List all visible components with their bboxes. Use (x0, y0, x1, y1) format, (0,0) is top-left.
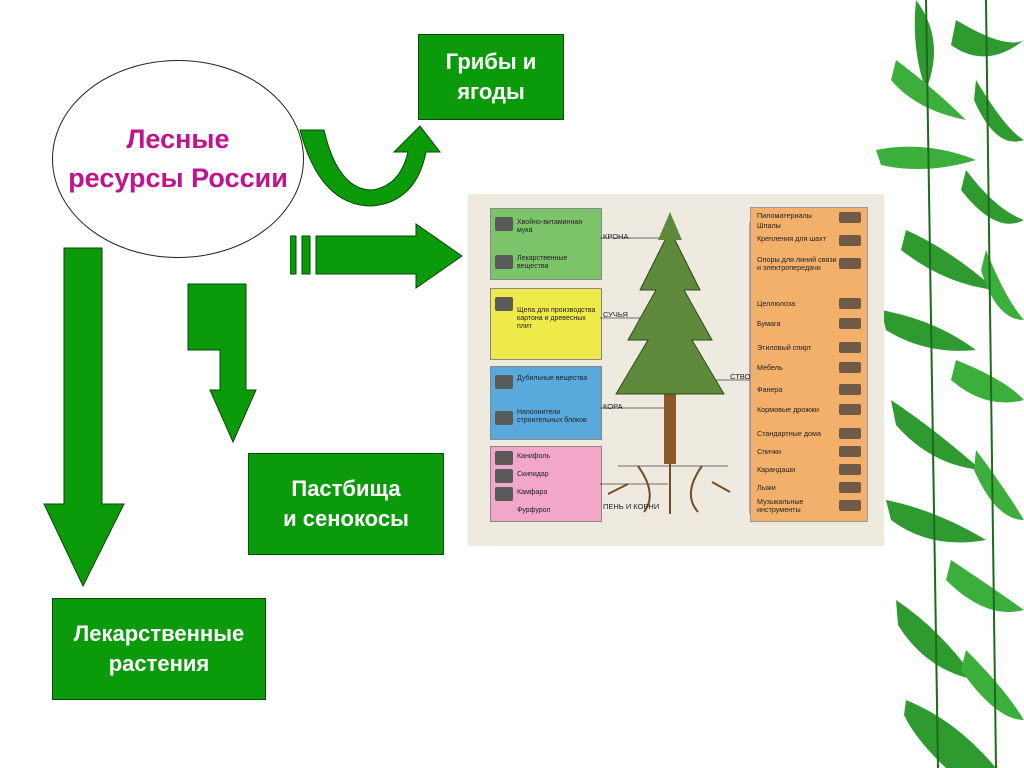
category-item: Щепа для производства картона и древесны… (517, 307, 596, 331)
category-green: Хвойно-витаминная мука Лекарственные вещ… (490, 208, 602, 280)
product-item: Карандаши (757, 465, 796, 474)
matches-icon (839, 446, 861, 457)
medicine-icon (495, 255, 513, 269)
product-item: Лыжи (757, 483, 776, 492)
product-item: Целлюлоза (757, 299, 796, 308)
part-crown-label: КРОНА (603, 232, 629, 241)
category-item: Фурфурол (517, 507, 551, 514)
blocks-icon (495, 411, 513, 425)
category-blue: Дубильные вещества Наполнители строитель… (490, 366, 602, 440)
medicinal-plants-box: Лекарственные растения (52, 598, 266, 700)
category-item: Канифоль (517, 453, 550, 460)
bent-arrow-to-pastures (187, 283, 257, 444)
paper-icon (839, 318, 861, 329)
medicinal-line2: растения (108, 651, 210, 676)
connector-lines (600, 212, 751, 514)
ski-icon (839, 482, 861, 493)
category-item: Лекарственные вещества (517, 255, 568, 271)
category-item: Хвойно-витаминная мука (517, 219, 582, 235)
category-pink: Канифоль Скипидар Камфара Фурфурол (490, 446, 602, 522)
product-item: Пиломатериалы (757, 211, 812, 220)
pastures-box: Пастбища и сенокосы (248, 453, 444, 555)
part-branches-label: СУЧЬЯ (603, 310, 628, 319)
product-item: Крепления для шахт (757, 234, 826, 243)
pencil-icon (839, 464, 861, 475)
rosin-icon (495, 451, 513, 465)
category-item: Скипидар (517, 471, 549, 478)
camphor-icon (495, 487, 513, 501)
tanning-icon (495, 375, 513, 389)
category-item: Камфара (517, 489, 548, 496)
part-roots-label: ПЕНЬ И КОРНИ (603, 502, 660, 511)
product-item: Стандартные дома (757, 429, 821, 438)
part-bark-label: КОРА (603, 402, 623, 411)
forest-resources-oval: Лесные ресурсы России (52, 60, 304, 258)
mine-support-icon (839, 235, 861, 246)
products-column: Пиломатериалы Шпалы Крепления для шахт О… (750, 207, 868, 522)
pastures-line2: и сенокосы (283, 506, 409, 531)
category-item: Дубильные вещества (517, 375, 588, 382)
oval-title-line1: Лесные (126, 123, 230, 154)
right-arrow-to-diagram (290, 223, 463, 289)
product-item: Кормовые дрожжи (757, 405, 819, 414)
flour-icon (495, 217, 513, 231)
alcohol-icon (839, 342, 861, 353)
oval-title-line2: ресурсы России (68, 163, 288, 193)
product-item: Этиловый спирт (757, 343, 812, 352)
product-item: Бумага (757, 319, 781, 328)
pole-icon (839, 258, 861, 269)
mushrooms-berries-box: Грибы и ягоды (418, 34, 564, 120)
pulp-icon (839, 298, 861, 309)
product-item: Опоры для линий связи и электропередачи (757, 255, 837, 272)
part-trunk-label: СТВОЛ (730, 372, 756, 381)
chair-icon (839, 362, 861, 373)
mushrooms-line1: Грибы и (445, 49, 537, 75)
house-icon (839, 428, 861, 439)
chips-icon (495, 297, 513, 311)
category-item: Наполнители строительных блоков (517, 409, 587, 425)
curved-arrow-to-mushrooms (299, 125, 442, 207)
down-arrow-to-medicinal (43, 247, 125, 588)
medicinal-line1: Лекарственные (73, 621, 245, 647)
category-yellow: Щепа для производства картона и древесны… (490, 288, 602, 360)
product-item: Мебель (757, 363, 783, 372)
product-item: Музыкальные инструменты (757, 497, 804, 514)
yeast-icon (839, 404, 861, 415)
mushrooms-line2: ягоды (457, 79, 525, 104)
turpentine-icon (495, 469, 513, 483)
plywood-icon (839, 384, 861, 395)
product-item: Фанера (757, 385, 783, 394)
product-item: Спички (757, 447, 782, 456)
lumber-icon (839, 212, 861, 223)
bamboo-leaves-decoration (876, 0, 1024, 768)
product-item: Шпалы (757, 221, 781, 230)
pastures-line1: Пастбища (291, 476, 401, 502)
instrument-icon (839, 500, 861, 511)
